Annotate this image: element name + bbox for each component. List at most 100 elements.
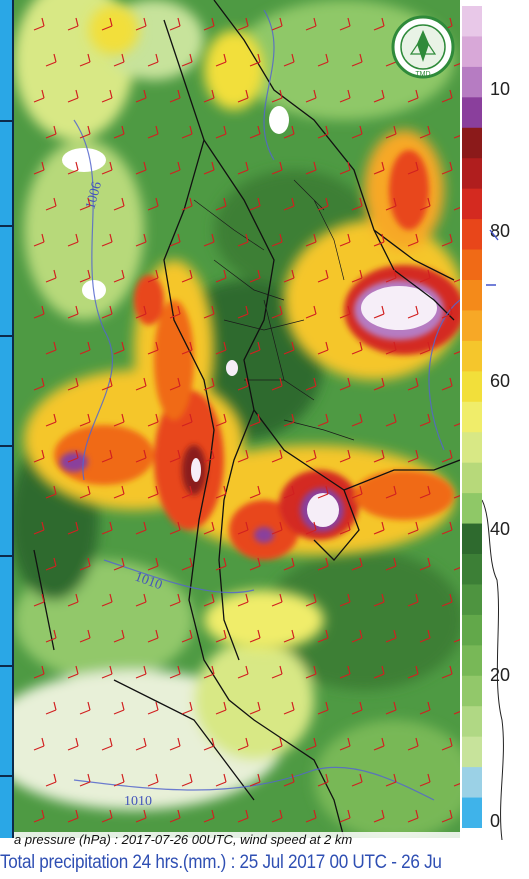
wind-barb: [305, 17, 317, 31]
wind-barb: [45, 485, 57, 499]
wind-barb: [135, 665, 147, 679]
wind-barb: [305, 305, 317, 319]
wind-barb: [407, 737, 419, 751]
wind-barb: [339, 737, 351, 751]
wind-barb: [203, 737, 215, 751]
wind-barb: [79, 269, 91, 283]
wind-barb: [237, 377, 249, 391]
wind-barb: [67, 665, 79, 679]
colorbar-swatch: [462, 645, 482, 677]
wind-barb: [215, 53, 227, 67]
wind-barb: [339, 593, 351, 607]
wind-barb: [101, 89, 113, 103]
wind-barb: [351, 197, 363, 211]
wind-barb: [135, 737, 147, 751]
wind-barb: [453, 494, 460, 499]
wind-barb: [101, 449, 113, 463]
wind-barb: [237, 521, 249, 535]
wind-barb: [79, 773, 91, 787]
wind-barb: [203, 233, 215, 247]
colorbar-tick: 40: [490, 519, 511, 539]
wind-barb: [407, 161, 419, 175]
wind-barb: [271, 737, 283, 751]
wind-barb: [113, 629, 125, 643]
colorbar-swatch: [462, 736, 482, 768]
wind-barb: [33, 521, 45, 535]
wind-barb: [135, 161, 147, 175]
isobar-lines: [73, 9, 460, 801]
wind-barb: [441, 449, 453, 463]
colorbar-swatch: [462, 280, 482, 311]
wind-barb: [147, 485, 159, 499]
wind-barb: [385, 773, 397, 787]
wind-barb: [453, 62, 460, 67]
wind-barb: [215, 773, 227, 787]
wind-barb: [181, 485, 193, 499]
meteorological-department-seal-icon: TMD: [391, 15, 455, 79]
wind-barb: [113, 701, 125, 715]
wind-barb: [271, 89, 283, 103]
wind-barb: [33, 305, 45, 319]
colorbar-swatch: [462, 554, 482, 585]
wind-barb: [215, 485, 227, 499]
strip-divider: [0, 225, 12, 227]
wind-barb: [441, 89, 453, 103]
wind-barb: [135, 305, 147, 319]
wind-barb: [419, 341, 431, 355]
wind-barb: [169, 161, 181, 175]
wind-barb: [407, 809, 419, 823]
wind-barb: [305, 665, 317, 679]
wind-barb: [419, 557, 431, 571]
wind-barb: [441, 233, 453, 247]
wind-barb: [373, 809, 385, 823]
wind-barb: [339, 449, 351, 463]
wind-barb: [113, 197, 125, 211]
precipitation-colorbar: [462, 6, 482, 828]
wind-barb: [237, 233, 249, 247]
wind-barb: [373, 305, 385, 319]
wind-barb: [385, 485, 397, 499]
colorbar-tick: 0: [490, 811, 501, 831]
province-borders: [193, 179, 355, 441]
wind-barb: [441, 665, 453, 679]
colorbar-swatch: [462, 371, 482, 403]
wind-barb: [169, 809, 181, 823]
wind-barb: [453, 566, 460, 571]
wind-barb: [169, 17, 181, 31]
wind-barb: [101, 809, 113, 823]
wind-barb: [45, 413, 57, 427]
wind-barb: [147, 197, 159, 211]
wind-barb: [271, 521, 283, 535]
wind-barb: [147, 773, 159, 787]
wind-barb: [237, 17, 249, 31]
wind-barb: [283, 197, 295, 211]
wind-barb: [317, 341, 329, 355]
wind-barb: [67, 377, 79, 391]
wind-barb: [373, 737, 385, 751]
wind-barb: [67, 593, 79, 607]
wind-barb: [249, 341, 261, 355]
wind-barb: [79, 53, 91, 67]
wind-barb: [181, 557, 193, 571]
wind-barb: [351, 125, 363, 139]
wind-barb: [305, 737, 317, 751]
wind-barb: [317, 773, 329, 787]
wind-barb: [237, 809, 249, 823]
wind-barb: [169, 377, 181, 391]
wind-barb: [33, 161, 45, 175]
wind-barb: [79, 557, 91, 571]
wind-barb: [453, 350, 460, 355]
colorbar-swatch: [462, 66, 482, 98]
wind-barb: [169, 233, 181, 247]
colorbar-tick: 60: [490, 371, 511, 391]
wind-barb: [249, 413, 261, 427]
colorbar-swatch: [462, 219, 482, 251]
wind-barb: [101, 593, 113, 607]
wind-barb: [419, 197, 431, 211]
wind-barb: [283, 773, 295, 787]
wind-barb: [101, 17, 113, 31]
colorbar-swatch: [462, 401, 482, 433]
wind-barb: [169, 737, 181, 751]
wind-barb: [147, 125, 159, 139]
wind-barb: [453, 422, 460, 427]
